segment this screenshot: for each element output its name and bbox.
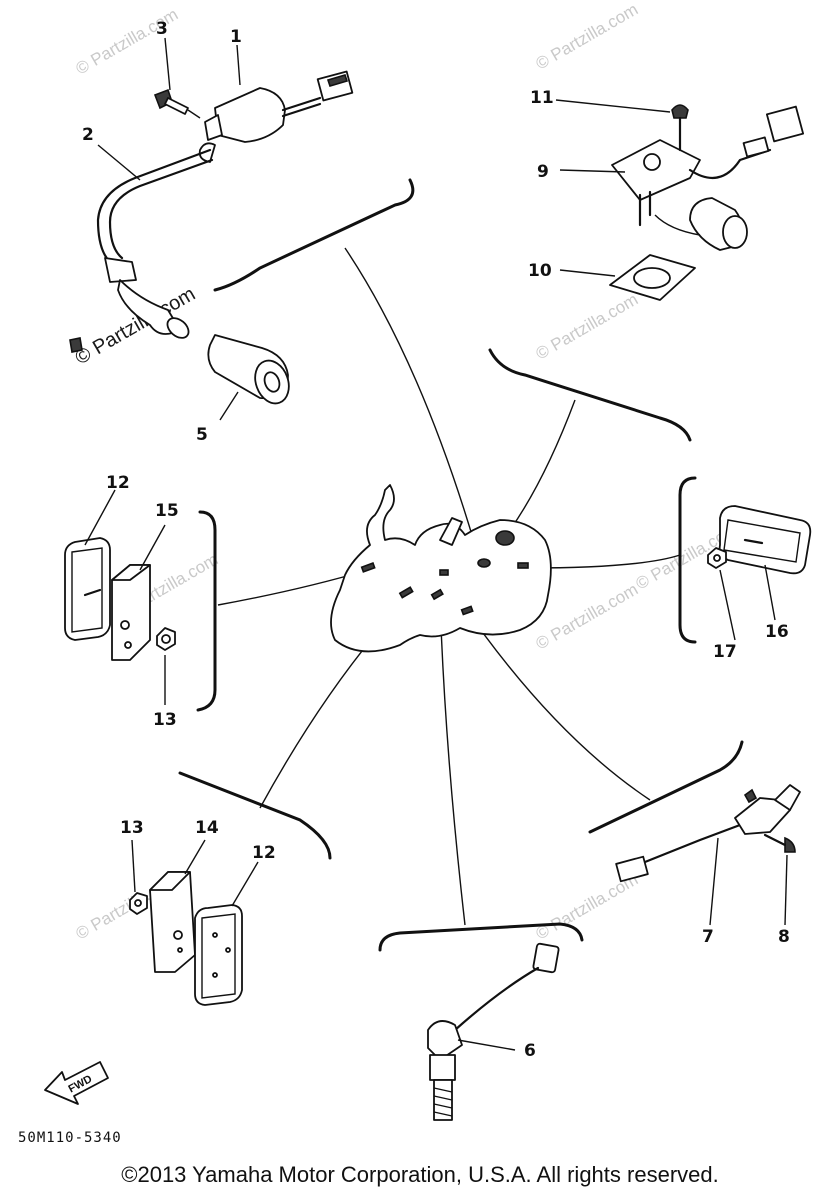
callout-7: 7 [702,927,714,947]
watermark: © Partzilla.com [533,290,642,364]
nut-part-13-upper [156,627,176,651]
ignition-coil-part-1 [204,70,354,143]
watermarks: © Partzilla.com © Partzilla.com © Partzi… [72,0,742,943]
callout-2: 2 [82,125,94,145]
bracket-right [678,476,697,644]
callout-15: 15 [155,501,179,521]
callout-17: 17 [713,642,737,662]
bracket-top-right [488,348,692,442]
boot-part-5 [207,334,290,405]
callout-13-upper: 13 [153,710,177,730]
reflector-part-16 [718,505,812,575]
nut-part-13-lower [129,892,148,915]
spark-plug-lead-part-2 [96,142,216,339]
callout-3: 3 [156,19,168,39]
callout-14: 14 [195,818,219,838]
leader-lines [217,247,681,926]
callout-16: 16 [765,622,789,642]
screw-part-8 [763,833,796,853]
callout-8: 8 [778,927,790,947]
callout-labels: 1 2 3 5 11 9 10 12 15 13 17 16 13 14 12 … [82,19,790,1061]
reflector-part-14 [149,871,196,973]
bracket-bottom-left [178,771,332,860]
gasket-part-10 [609,254,696,301]
diagram-part-code: 50M110-5340 [18,1130,122,1146]
switch-part-7 [615,784,801,883]
bracket-bottom [378,922,584,952]
forward-arrow-icon: FWD [44,1061,109,1105]
parts-diagram: © Partzilla.com © Partzilla.com © Partzi… [18,0,812,1146]
callout-leaders [84,37,788,1051]
callout-13-lower: 13 [120,818,144,838]
group-brackets [178,178,744,952]
sender-unit-part-9 [611,105,805,251]
callout-11: 11 [530,88,554,108]
callout-5: 5 [196,425,208,445]
watermark: © Partzilla.com [533,0,642,73]
bracket-left [196,510,217,712]
callout-1: 1 [230,27,242,47]
sensor-part-6 [427,942,560,1121]
screw-part-11 [671,104,689,152]
reflector-part-15 [111,564,151,661]
bracket-bottom-right [588,740,744,834]
callout-6: 6 [524,1041,536,1061]
motorcycle-silhouette [330,484,552,653]
callout-9: 9 [537,162,549,182]
copyright-notice: ©2013 Yamaha Motor Corporation, U.S.A. A… [121,1162,719,1187]
callout-12-lower: 12 [252,843,276,863]
bolt-part-3 [153,88,201,119]
nut-part-17 [707,547,727,569]
bracket-top-left [213,178,415,292]
reflector-base-part-12-upper [64,537,111,641]
callout-12-upper: 12 [106,473,130,493]
bolt-part-4 [69,337,83,353]
reflector-base-part-12-lower [194,904,243,1006]
callout-10: 10 [528,261,552,281]
